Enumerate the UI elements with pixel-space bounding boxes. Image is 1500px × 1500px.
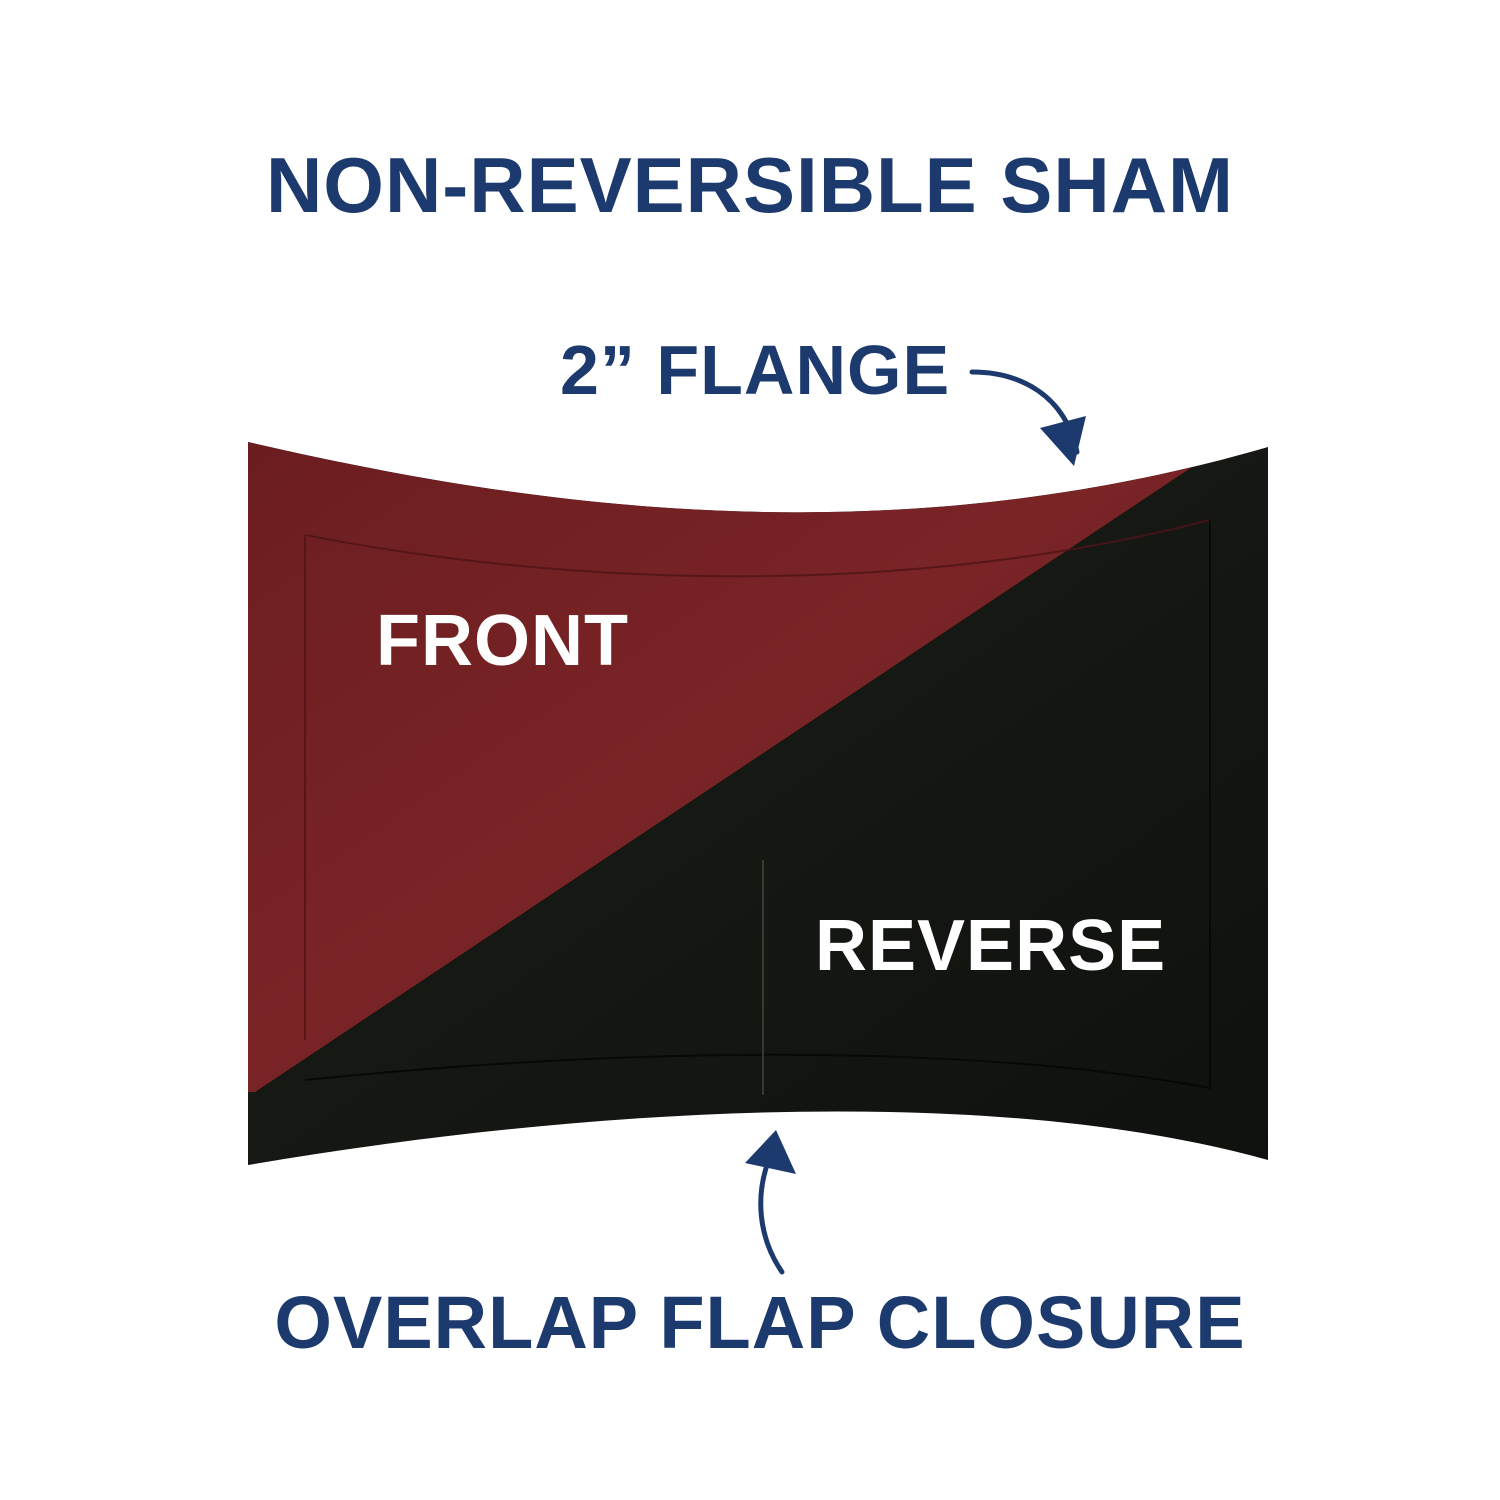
closure-callout: OVERLAP FLAP CLOSURE [274,1281,1246,1364]
reverse-label: REVERSE [815,906,1167,986]
front-label: FRONT [376,601,629,681]
front-flange-stitch [304,519,1211,1040]
flange-callout: 2” FLANGE [560,331,951,409]
front-fabric [248,442,1210,1092]
page-title: NON-REVERSIBLE SHAM [265,141,1235,229]
reverse-flange-stitch [304,520,1211,1090]
